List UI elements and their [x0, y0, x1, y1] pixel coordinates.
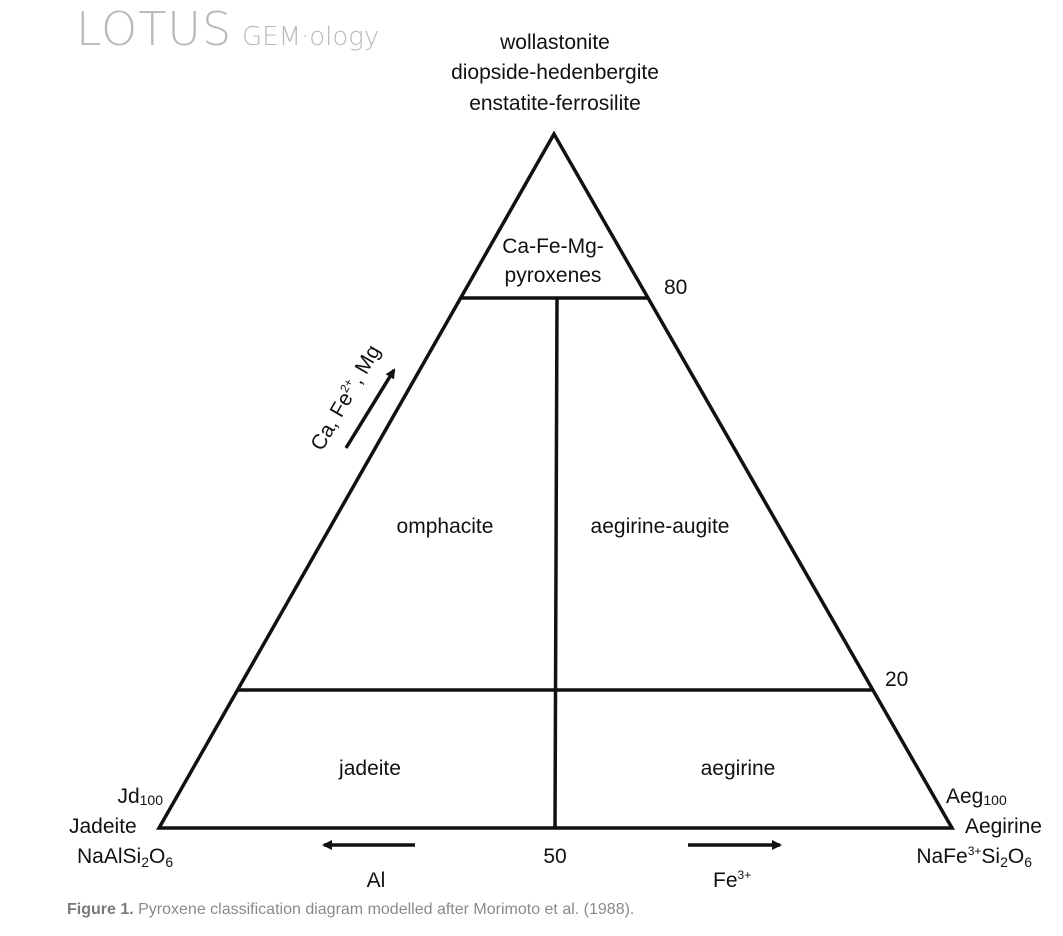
field-aegirine: aegirine	[701, 757, 776, 780]
caption-text: Pyroxene classification diagram modelled…	[133, 901, 635, 918]
left-corner-symbol: Jd100	[117, 785, 163, 808]
logo-lotus: LOTUS	[76, 2, 232, 56]
field-jadeite: jadeite	[338, 757, 401, 780]
tick-20: 20	[885, 668, 908, 691]
logo-gemology: GEM·ology	[242, 22, 379, 52]
field-aegirine-augite: aegirine-augite	[591, 515, 730, 538]
field-top-line2: pyroxenes	[505, 264, 602, 287]
apex-label-diopside: diopside-hedenbergite	[451, 61, 659, 84]
arrow-ca-fe-mg	[344, 368, 396, 449]
arrow-label-al: Al	[367, 869, 386, 892]
arrow-label-ca-fe-mg: Ca, Fe2+, Mg	[306, 341, 386, 455]
caption-label: Figure 1.	[67, 901, 134, 918]
left-corner-name: Jadeite	[69, 815, 137, 838]
tick-80: 80	[664, 276, 687, 299]
apex-label-enstatite: enstatite-ferrosilite	[469, 92, 641, 115]
right-corner-symbol: Aeg100	[946, 785, 1007, 808]
right-corner-formula: NaFe3+Si2O6	[916, 844, 1032, 870]
figure-caption: Figure 1. Pyroxene classification diagra…	[67, 901, 634, 919]
tick-50: 50	[543, 845, 566, 868]
line-50	[553, 297, 559, 829]
arrow-label-fe3: Fe3+	[713, 868, 751, 892]
field-top-line1: Ca-Fe-Mg-	[502, 235, 604, 258]
apex-label-wollastonite: wollastonite	[499, 31, 610, 54]
left-corner-formula: NaAlSi2O6	[77, 845, 173, 870]
field-omphacite: omphacite	[397, 515, 494, 538]
right-corner-name: Aegirine	[965, 815, 1042, 838]
